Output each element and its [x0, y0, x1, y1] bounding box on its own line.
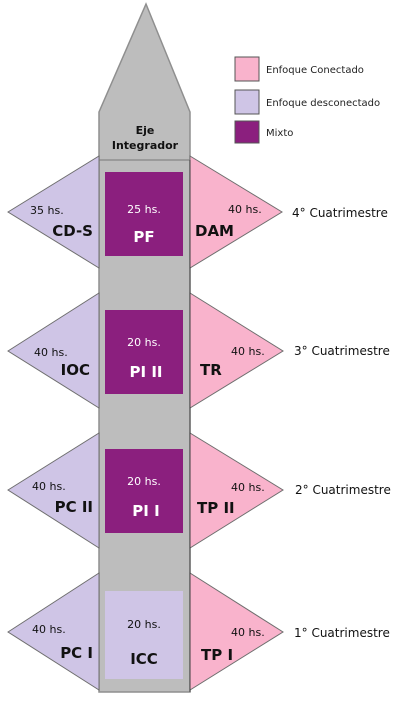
left-hours-1: 40 hs.	[32, 623, 66, 636]
right-hours-3: 40 hs.	[231, 345, 265, 358]
semester-1-row: 40 hs. PC I 20 hs. ICC 40 hs. TP I 1° Cu…	[7, 572, 390, 691]
left-arrow-1	[7, 572, 100, 691]
left-hours-3: 40 hs.	[34, 346, 68, 359]
semester-3-row: 40 hs. IOC 20 hs. PI II 40 hs. TR 3° Cua…	[7, 292, 390, 409]
left-hours-4: 35 hs.	[30, 204, 64, 217]
left-hours-2: 40 hs.	[32, 480, 66, 493]
legend-swatch-connected	[234, 56, 260, 82]
center-box-1	[105, 591, 183, 679]
center-code-2: PI I	[132, 502, 159, 520]
legend-label-mixed: Mixto	[266, 128, 293, 139]
legend-swatch-disconnected	[234, 89, 260, 115]
axis-title-line1: Eje	[136, 124, 155, 137]
semester-4-row: 35 hs. CD-S 25 hs. PF 40 hs. DAM 4° Cuat…	[7, 155, 388, 269]
semester-label-3: 3° Cuatrimestre	[294, 344, 390, 358]
legend-label-disconnected: Enfoque desconectado	[266, 98, 380, 109]
semester-label-1: 1° Cuatrimestre	[294, 626, 390, 640]
center-hours-1: 20 hs.	[127, 618, 161, 631]
semester-label-4: 4° Cuatrimestre	[292, 206, 388, 220]
right-code-1: TP I	[201, 646, 233, 664]
right-hours-1: 40 hs.	[231, 626, 265, 639]
right-hours-4: 40 hs.	[228, 203, 262, 216]
left-code-2: PC II	[55, 498, 93, 516]
right-hours-2: 40 hs.	[231, 481, 265, 494]
semester-label-2: 2° Cuatrimestre	[295, 483, 391, 497]
center-box-3	[105, 310, 183, 394]
legend-swatch-mixed	[234, 120, 260, 144]
center-box-4	[105, 172, 183, 256]
left-code-1: PC I	[60, 644, 93, 662]
left-code-4: CD-S	[52, 222, 93, 240]
left-code-3: IOC	[61, 361, 90, 379]
axis-title-line2: Integrador	[112, 139, 179, 152]
right-code-3: TR	[200, 361, 222, 379]
legend-label-connected: Enfoque Conectado	[266, 65, 364, 76]
center-hours-2: 20 hs.	[127, 475, 161, 488]
legend: Enfoque Conectado Enfoque desconectado M…	[234, 56, 380, 144]
center-code-3: PI II	[130, 363, 163, 381]
right-code-4: DAM	[195, 222, 234, 240]
left-arrow-2	[7, 432, 100, 549]
center-hours-4: 25 hs.	[127, 203, 161, 216]
right-code-2: TP II	[197, 499, 235, 517]
left-arrow-4	[7, 155, 100, 269]
center-box-2	[105, 449, 183, 533]
semester-2-row: 40 hs. PC II 20 hs. PI I 40 hs. TP II 2°…	[7, 432, 391, 549]
left-arrow-3	[7, 292, 100, 409]
center-code-1: ICC	[130, 650, 158, 668]
center-hours-3: 20 hs.	[127, 336, 161, 349]
center-code-4: PF	[133, 228, 154, 246]
